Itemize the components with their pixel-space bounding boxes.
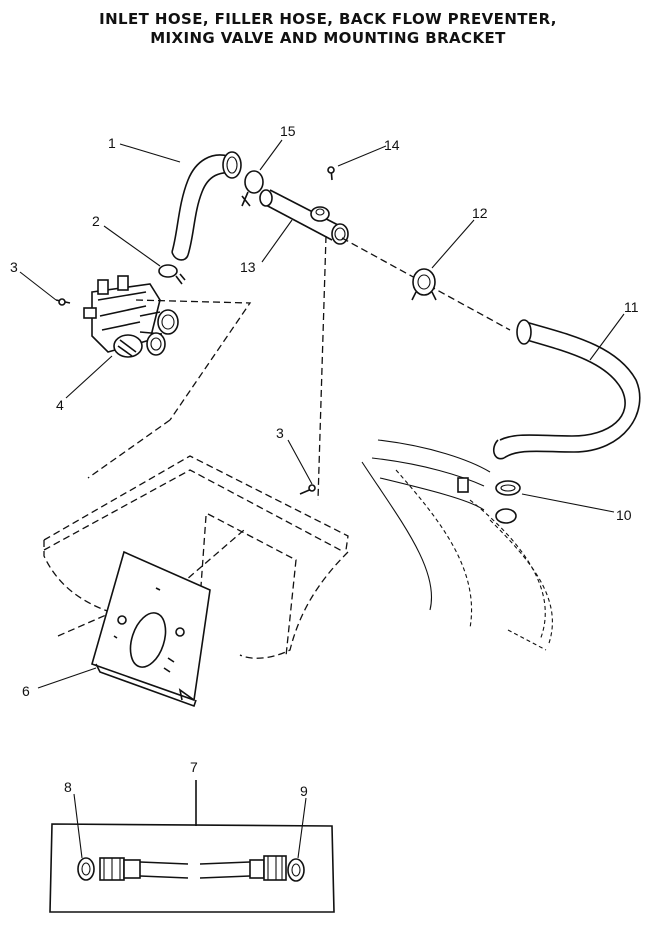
callout-leaders xyxy=(19,139,625,859)
fill-hose-lower xyxy=(492,319,641,460)
callout-7: 7 xyxy=(190,759,198,775)
mounting-bracket xyxy=(91,550,211,708)
diagram-title-line-1: INLET HOSE, FILLER HOSE, BACK FLOW PREVE… xyxy=(99,10,557,28)
hose-clamp-12 xyxy=(411,268,437,301)
cabinet-top-outline xyxy=(43,455,349,659)
mixing-valve xyxy=(83,275,179,358)
diagram-title-line-2: MIXING VALVE AND MOUNTING BRACKET xyxy=(150,29,506,47)
callout-labels: 1 2 3 4 15 14 13 12 11 10 3 6 7 8 9 xyxy=(10,123,639,799)
callout-11: 11 xyxy=(624,299,639,315)
inlet-hose-box xyxy=(49,780,335,913)
callout-2: 2 xyxy=(92,213,100,229)
inlet-hose xyxy=(99,855,287,881)
callout-10: 10 xyxy=(616,507,632,523)
screw-upper xyxy=(55,298,71,306)
callout-15: 15 xyxy=(280,123,296,139)
hose-clamp-small xyxy=(158,264,186,285)
screw-lower xyxy=(299,484,316,495)
valve-mounting-outline xyxy=(87,299,252,479)
callout-3-upper: 3 xyxy=(10,259,18,275)
callout-1: 1 xyxy=(108,135,116,151)
callout-4: 4 xyxy=(56,397,64,413)
callout-6: 6 xyxy=(22,683,30,699)
screen-washer-9 xyxy=(287,858,305,882)
back-flow-preventer xyxy=(259,189,349,245)
callout-8: 8 xyxy=(64,779,72,795)
hose-clamp-15 xyxy=(241,170,264,207)
callout-13: 13 xyxy=(240,259,256,275)
callout-12: 12 xyxy=(472,205,488,221)
filler-hose-upper xyxy=(171,151,242,261)
preventer-drop-line xyxy=(317,235,327,501)
tub-outline xyxy=(361,439,553,651)
hose-washer-8 xyxy=(77,857,95,881)
callout-3-lower: 3 xyxy=(276,425,284,441)
hose-clamp-10 xyxy=(495,480,521,496)
callout-14: 14 xyxy=(384,137,400,153)
assembly-centerline xyxy=(341,237,511,331)
screw-14 xyxy=(327,166,335,181)
callout-9: 9 xyxy=(300,783,308,799)
